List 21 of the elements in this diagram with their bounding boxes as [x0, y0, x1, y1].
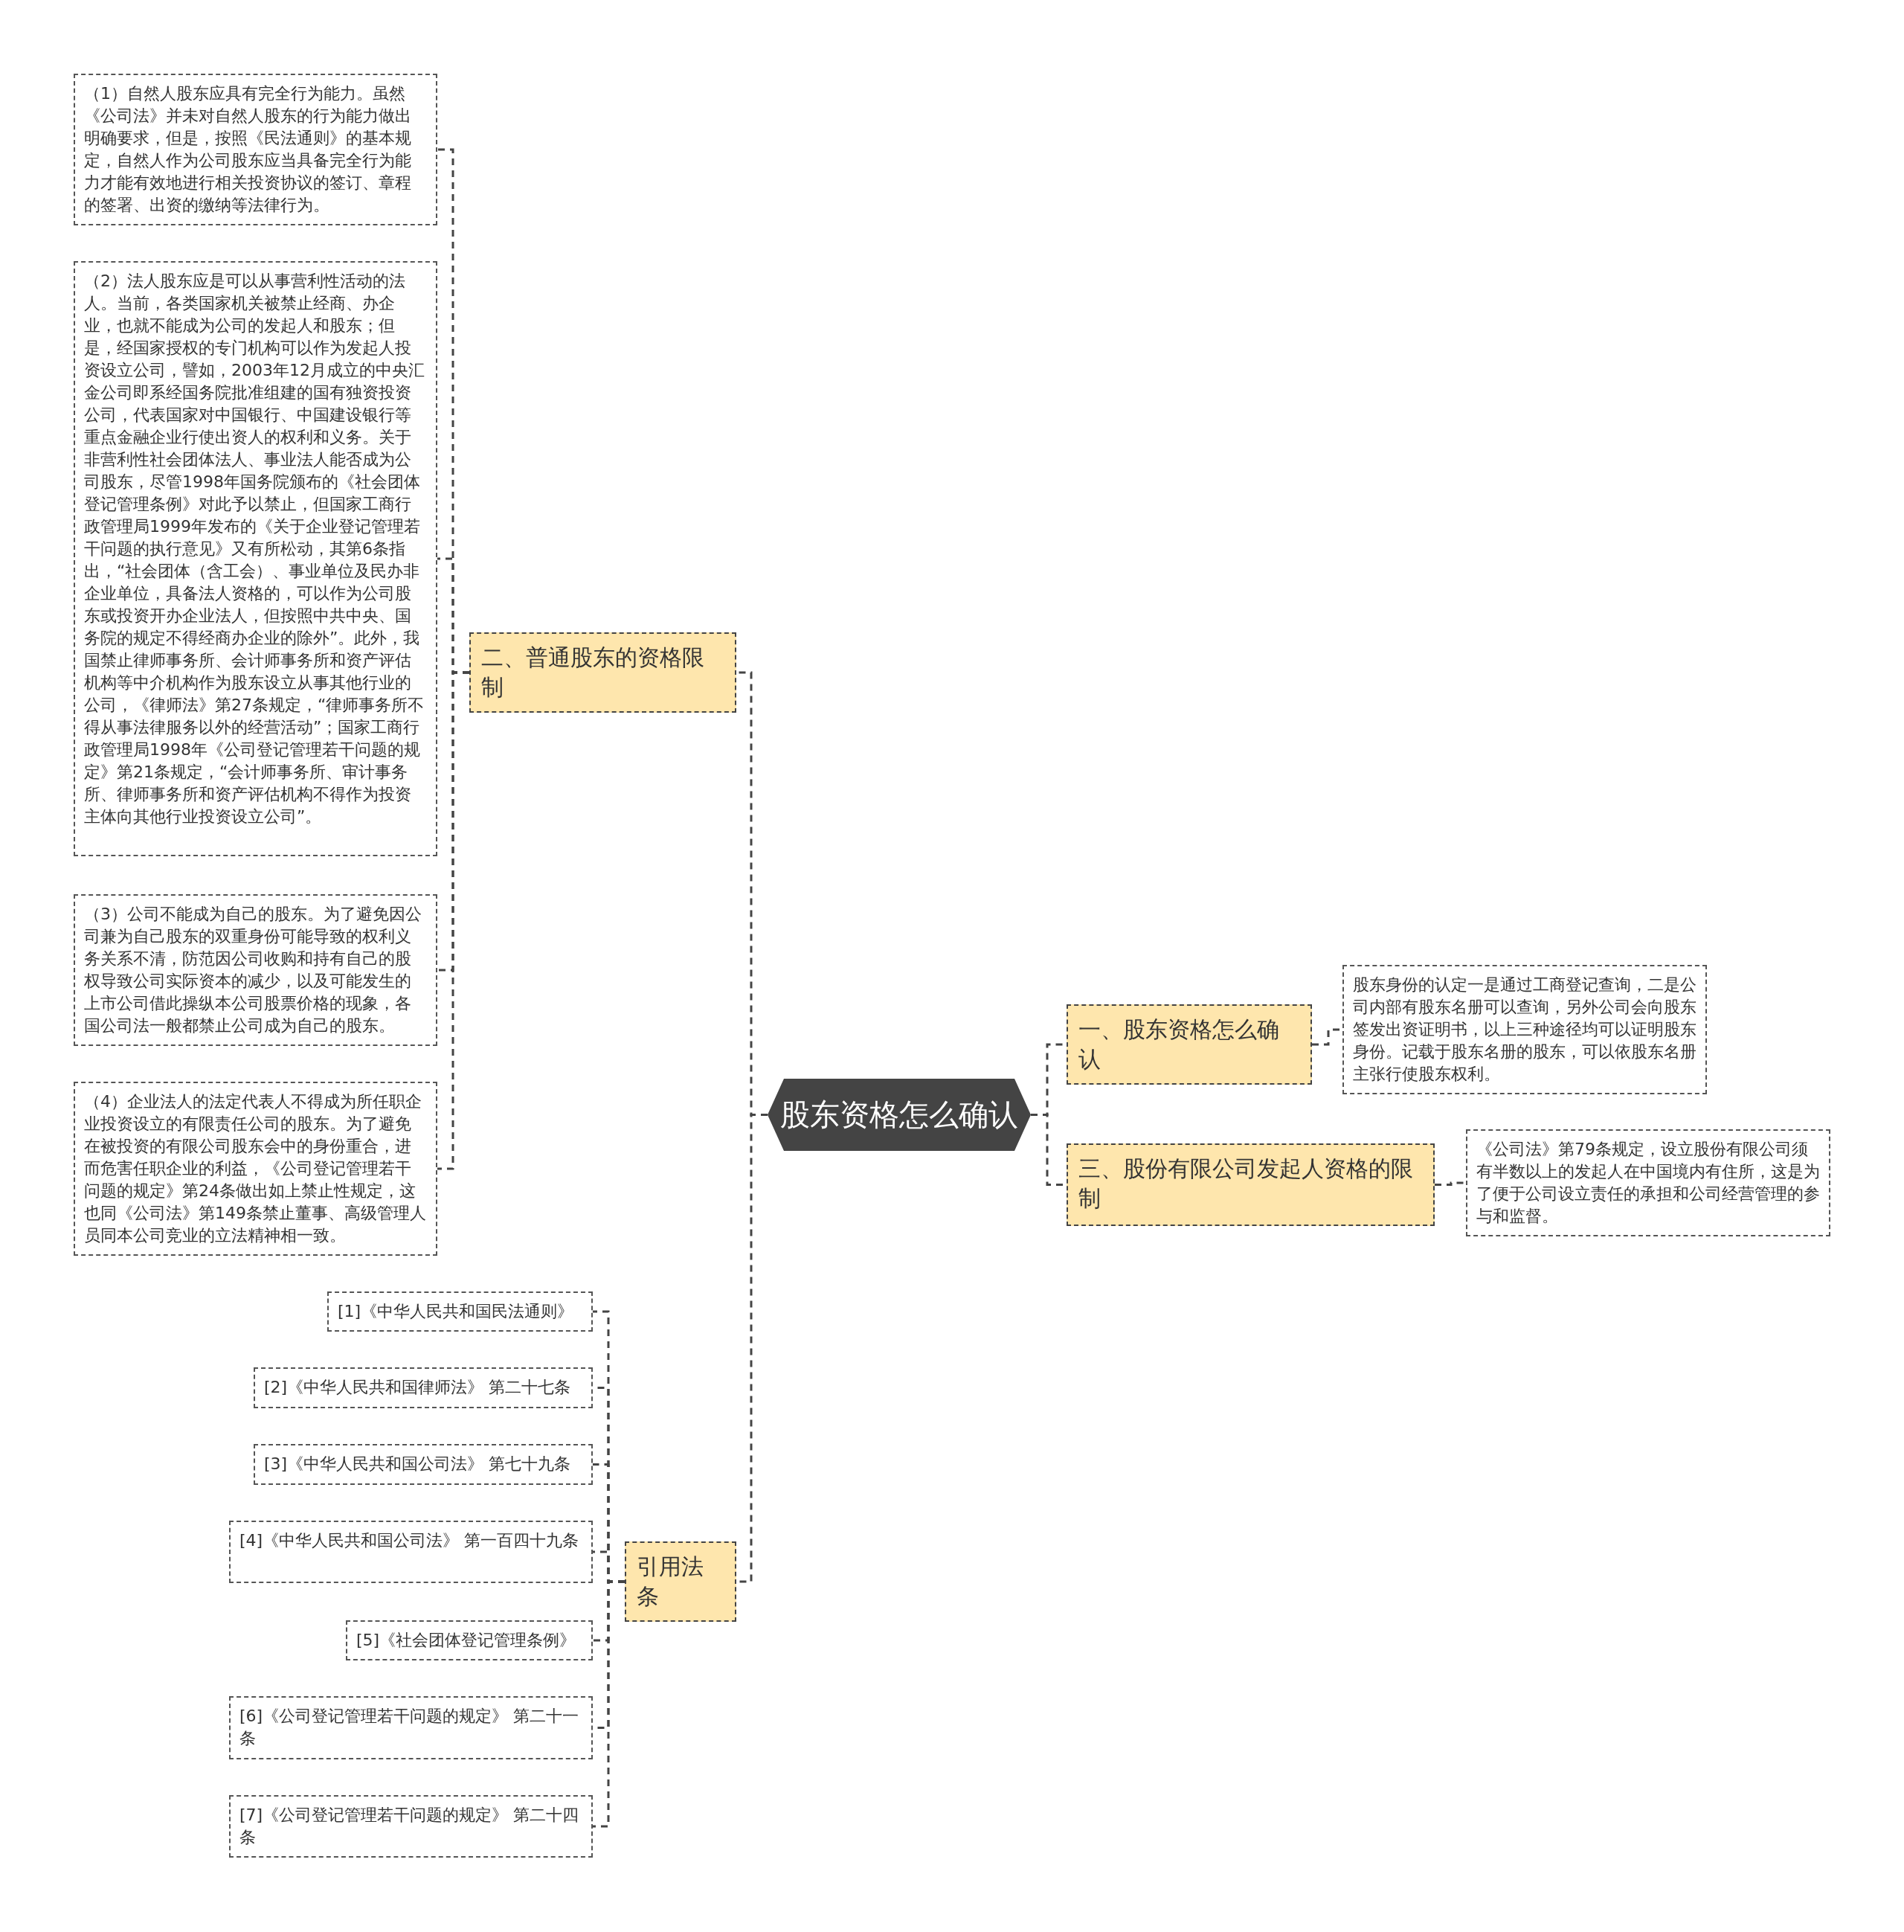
note-box: （1）自然人股东应具有完全行为能力。虽然《公司法》并未对自然人股东的行为能力做出明确要求，但是，按照《民法通则》的基本规定，自然人作为公司股东应当具备完全行为能力才能有效地进行相关投资协议的签订、章程的签署、出资的缴纳等法律行为。: [74, 74, 437, 225]
reference-box: [6]《公司登记管理若干问题的规定》 第二十一条: [229, 1696, 593, 1759]
central-topic: 股东资格怎么确认: [768, 1079, 1031, 1151]
connector: [1435, 1181, 1466, 1186]
reference-box: [1]《中华人民共和国民法通则》: [327, 1291, 593, 1332]
connector: [593, 1580, 625, 1828]
topic-box: 三、股份有限公司发起人资格的限制: [1067, 1143, 1435, 1226]
note-box: （2）法人股东应是可以从事营利性活动的法人。当前，各类国家机关被禁止经商、办企业，也就不能成为公司的发起人和股东；但是，经国家授权的专门机构可以作为发起人投资设立公司，譬如，2003年12月成立的中央汇金公司即系经国务院批准组建的国有独资投资公司，代表国家对中国银行、中国建设银行等重点金融企业行使出资人的权利和义务。关于非营利性社会团体法人、事业法人能否成为公司股东，尽管1998年国务院颁布的《社会团体登记管理条例》对此予以禁止，但国家工商行政管理局1999年发布的《关于企业登记管理若干问题的执行意见》又有所松动，其第6条指出，“社会团体（含工会）、事业单位及民办非企业单位，具备法人资格的，可以作为公司股东或投资开办企业法人，但按照中共中央、国务院的规定不得经商办企业的除外”。此外，我国禁止律师事务所、会计师事务所和资产评估机构等中介机构作为股东设立从事其他行业的公司，《律师法》第27条规定，“律师事务所不得从事法律服务以外的经营活动”；国家工商行政管理局1998年《公司登记管理若干问题的规定》第21条规定，“会计师事务所、审计事务所、律师事务所和资产评估机构不得作为投资主体向其他行业投资设立公司”。: [74, 261, 437, 856]
note-box: 《公司法》第79条规定，设立股份有限公司须有半数以上的发起人在中国境内有住所，这是为了便于公司设立责任的承担和公司经营管理的参与和监督。: [1466, 1129, 1830, 1236]
reference-box: [7]《公司登记管理若干问题的规定》 第二十四条: [229, 1795, 593, 1858]
reference-box: [2]《中华人民共和国律师法》 第二十七条: [254, 1367, 593, 1408]
connector: [437, 671, 469, 1170]
note-box: （3）公司不能成为自己的股东。为了避免因公司兼为自己股东的双重身份可能导致的权利义务关系不清，防范因公司收购和持有自己的股权导致公司实际资本的减少，以及可能发生的上市公司借此操纵本公司股票价格的现象，各国公司法一般都禁止公司成为自己的股东。: [74, 894, 437, 1046]
reference-box: [3]《中华人民共和国公司法》 第七十九条: [254, 1444, 593, 1485]
topic-box: 一、股东资格怎么确认: [1067, 1004, 1312, 1085]
note-box: 股东身份的认定一是通过工商登记查询，二是公司内部有股东名册可以查询，另外公司会向股东签发出资证明书，以上三种途径均可以证明股东身份。记载于股东名册的股东，可以依股东名册主张行使股东权利。: [1342, 965, 1707, 1094]
reference-box: [4]《中华人民共和国公司法》 第一百四十九条: [229, 1521, 593, 1583]
topic-box: 二、普通股东的资格限制: [469, 632, 736, 713]
reference-box: [5]《社会团体登记管理条例》: [346, 1620, 593, 1660]
note-box: （4）企业法人的法定代表人不得成为所任职企业投资设立的有限责任公司的股东。为了避免在被投资的有限公司股东会中的身份重合，进而危害任职企业的利益，《公司登记管理若干问题的规定》第24条做出如上禁止性规定，这也同《公司法》第149条禁止董事、高级管理人员同本公司竞业的立法精神相一致。: [74, 1082, 437, 1256]
topic-box: 引用法条: [625, 1541, 736, 1622]
